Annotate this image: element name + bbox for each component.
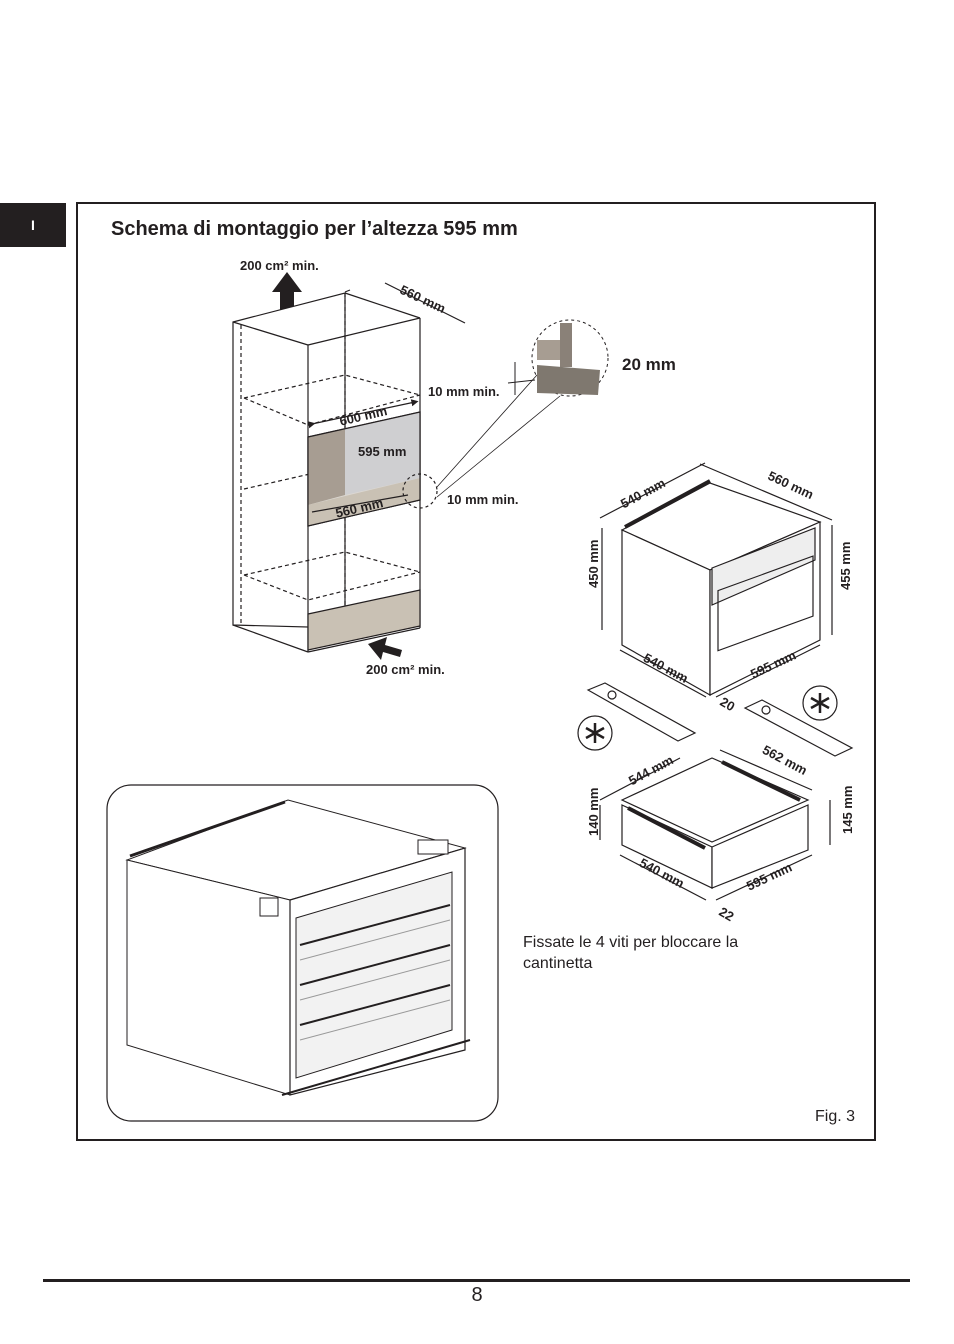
- height-595-label: 595 mm: [358, 444, 407, 459]
- footer-rule: [43, 1279, 910, 1282]
- bracket-drawing: [577, 682, 854, 757]
- detail-20-label: 20 mm: [622, 355, 676, 374]
- unit-450-label: 450 mm: [586, 539, 601, 588]
- detail-magnifier: [507, 319, 609, 397]
- page-title: Schema di montaggio per l’altezza 595 mm: [111, 218, 518, 240]
- unit-455-label: 455 mm: [838, 541, 853, 590]
- cabinet-drawing: [232, 272, 561, 660]
- wine-cooler-drawing: [599, 749, 831, 901]
- drawer-145-label: 145 mm: [840, 785, 855, 834]
- vent-top-label: 200 cm² min.: [240, 258, 319, 273]
- caption: Fissate le 4 viti per bloccare la cantin…: [523, 934, 739, 972]
- gap-10-lower-label: 10 mm min.: [447, 492, 519, 507]
- vent-arrow-bottom-icon: [368, 637, 402, 660]
- vent-bottom-label: 200 cm² min.: [366, 662, 445, 677]
- appliance-drawing: [599, 462, 833, 698]
- gap-10-upper-label: 10 mm min.: [428, 384, 500, 399]
- figure-label: Fig. 3: [815, 1108, 856, 1125]
- vent-arrow-top-icon: [272, 272, 302, 318]
- drawer-140-label: 140 mm: [586, 787, 601, 836]
- cooler-closeup: [106, 784, 499, 1122]
- figure-frame: [76, 202, 876, 1141]
- language-tab-label: I: [31, 217, 35, 233]
- page-number: 8: [471, 1284, 483, 1306]
- language-tab: I: [0, 203, 66, 247]
